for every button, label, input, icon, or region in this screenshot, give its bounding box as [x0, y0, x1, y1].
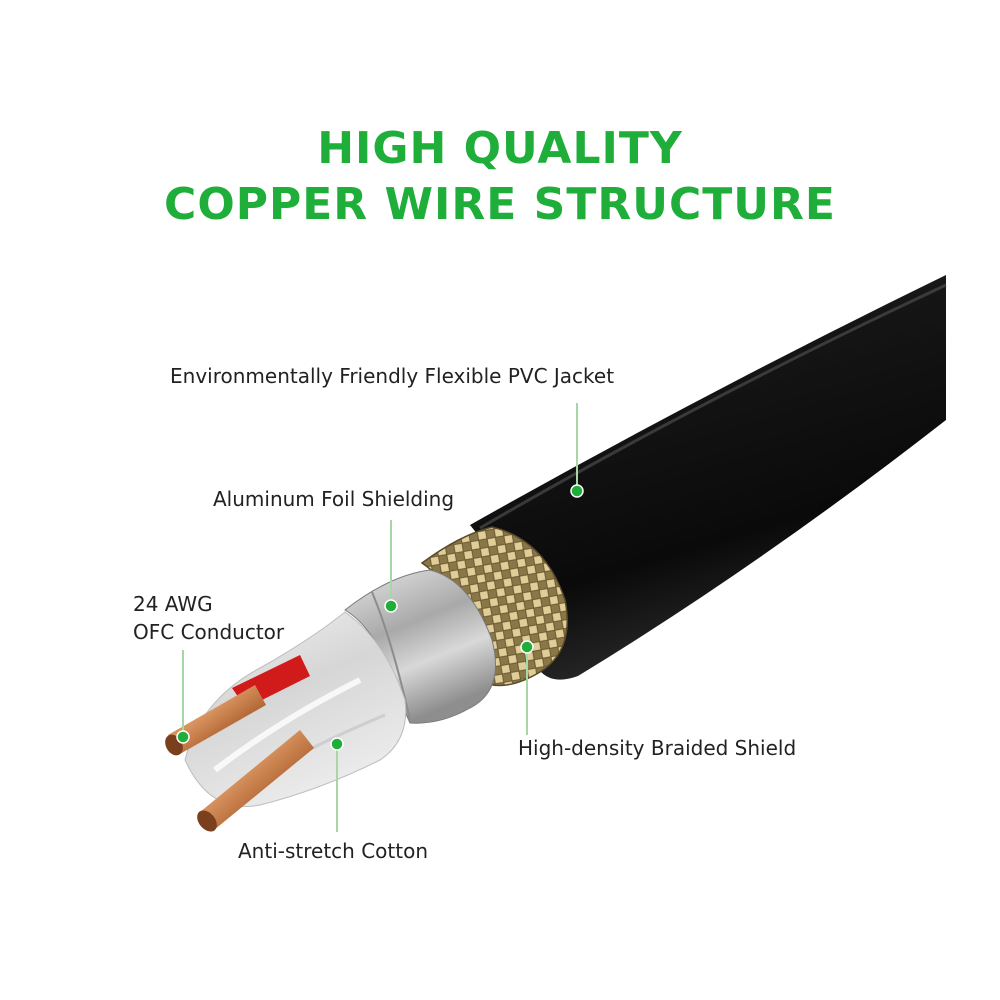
pointer-conductor: [176, 650, 190, 744]
pointer-jacket: [570, 403, 584, 498]
headline-line-1: HIGH QUALITY: [317, 123, 683, 174]
label-aluminum-foil: Aluminum Foil Shielding: [213, 487, 455, 511]
label-pvc-jacket: Environmentally Friendly Flexible PVC Ja…: [170, 364, 615, 388]
label-conductor-type: OFC Conductor: [133, 620, 285, 644]
headline-line-2: COPPER WIRE STRUCTURE: [164, 179, 836, 230]
pointer-cotton: [330, 737, 344, 832]
pvc-jacket: [470, 275, 947, 680]
pointer-foil: [384, 520, 398, 613]
label-conductor-gauge: 24 AWG: [133, 592, 213, 616]
copper-conductor-lower: [197, 730, 314, 832]
label-anti-stretch-cotton: Anti-stretch Cotton: [238, 839, 428, 863]
label-braided-shield: High-density Braided Shield: [518, 736, 797, 760]
pointer-braid: [520, 640, 534, 735]
